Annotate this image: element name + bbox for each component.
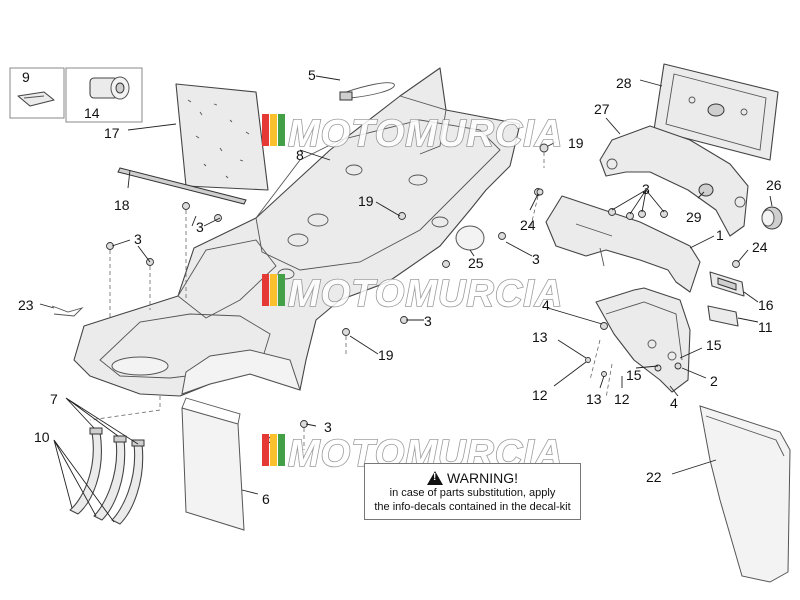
warning-box: WARNING! in case of parts substitution, …: [364, 463, 581, 520]
callout-12[interactable]: 12: [614, 391, 630, 407]
part-16-light: [709, 271, 745, 297]
warning-triangle-icon: [426, 471, 443, 485]
callout-18[interactable]: 18: [114, 197, 130, 213]
part-5-strap: [339, 82, 395, 101]
callout-14[interactable]: 14: [84, 105, 100, 121]
callout-23[interactable]: 23: [18, 297, 34, 313]
watermark-2: MOTOMURCIA: [262, 272, 563, 316]
callout-16[interactable]: 16: [758, 297, 774, 313]
callout-7[interactable]: 7: [50, 391, 58, 407]
part-11-lens: [707, 305, 739, 327]
watermark-bar-green: [278, 274, 285, 306]
callout-19[interactable]: 19: [568, 135, 584, 151]
warning-line-1: in case of parts substitution, apply: [389, 487, 556, 499]
part-14-bushing: [89, 76, 130, 100]
callout-3[interactable]: 3: [196, 219, 204, 235]
callout-25[interactable]: 25: [468, 255, 484, 271]
callout-3[interactable]: 3: [532, 251, 540, 267]
watermark-text: MOTOMURCIA: [288, 433, 563, 475]
watermark-bar-red: [262, 274, 269, 306]
watermark-bar-green: [278, 434, 285, 466]
callout-5[interactable]: 5: [308, 67, 316, 83]
callout-11[interactable]: 11: [758, 319, 773, 335]
part-27-bracket: [599, 125, 749, 237]
callout-24[interactable]: 24: [520, 217, 536, 233]
callout-17[interactable]: 17: [104, 125, 120, 141]
callout-1[interactable]: 1: [716, 227, 724, 243]
warning-line-2: the info-decals contained in the decal-k…: [374, 501, 571, 513]
part-22-mudguard: [699, 405, 791, 583]
watermark-bar-red: [262, 434, 269, 466]
part-28-plate-holder: [653, 63, 779, 161]
part-9-clip: [17, 91, 55, 107]
callouts: 9 14 17 5 8 18 3 3 23 19 19 24 3 25 3 19…: [18, 67, 782, 507]
part-10-hoses: [69, 427, 145, 525]
screws-right: [536, 188, 740, 377]
callout-24[interactable]: 24: [752, 239, 768, 255]
watermark-1: MOTOMURCIA: [262, 112, 563, 156]
part-26-reflector: [761, 206, 783, 230]
watermark-text: MOTOMURCIA: [288, 113, 563, 155]
watermark-bar-yellow: [270, 274, 277, 306]
callout-8[interactable]: 8: [296, 147, 304, 163]
warning-title-row: WARNING!: [365, 470, 580, 486]
callout-12[interactable]: 12: [532, 387, 548, 403]
part-6-flap: [181, 397, 245, 531]
watermark-bar-green: [278, 114, 285, 146]
callout-19[interactable]: 19: [378, 347, 394, 363]
callout-3[interactable]: 3: [642, 181, 650, 197]
watermark-bar-yellow: [270, 114, 277, 146]
callout-28[interactable]: 28: [616, 75, 632, 91]
callout-2[interactable]: 2: [710, 373, 718, 389]
callout-15[interactable]: 15: [706, 337, 722, 353]
assembly-lines: [89, 152, 613, 450]
part-17-foam-pad: [175, 83, 269, 191]
callout-15[interactable]: 15: [626, 367, 642, 383]
watermark-text: MOTOMURCIA: [288, 273, 563, 315]
part-18-rod: [117, 167, 247, 205]
leader-lines: [39, 75, 773, 523]
callout-9[interactable]: 9: [22, 69, 30, 85]
watermark-bar-yellow: [270, 434, 277, 466]
callout-13[interactable]: 13: [532, 329, 548, 345]
warning-title: WARNING!: [446, 470, 519, 486]
callout-19[interactable]: 19: [358, 193, 374, 209]
callout-4[interactable]: 4: [670, 395, 678, 411]
watermark-3: MOTOMURCIA: [262, 432, 563, 476]
callout-3[interactable]: 3: [424, 313, 432, 329]
callout-6[interactable]: 6: [262, 491, 270, 507]
callout-3[interactable]: 3: [324, 419, 332, 435]
callout-4[interactable]: 4: [542, 297, 550, 313]
callout-27[interactable]: 27: [594, 101, 610, 117]
part-1-bracket: [545, 195, 701, 293]
callout-10[interactable]: 10: [34, 429, 50, 445]
part-23-spring: [51, 305, 84, 317]
callout-3[interactable]: 3: [134, 231, 142, 247]
callout-29[interactable]: 29: [686, 209, 702, 225]
part-25-cap: [455, 225, 485, 251]
watermark-bar-red: [262, 114, 269, 146]
callout-13[interactable]: 13: [586, 391, 602, 407]
part-29-nut: [698, 183, 714, 197]
callout-26[interactable]: 26: [766, 177, 782, 193]
part-8-undertray: [73, 67, 521, 397]
callout-22[interactable]: 22: [646, 469, 662, 485]
part-2-mount: [595, 287, 691, 393]
